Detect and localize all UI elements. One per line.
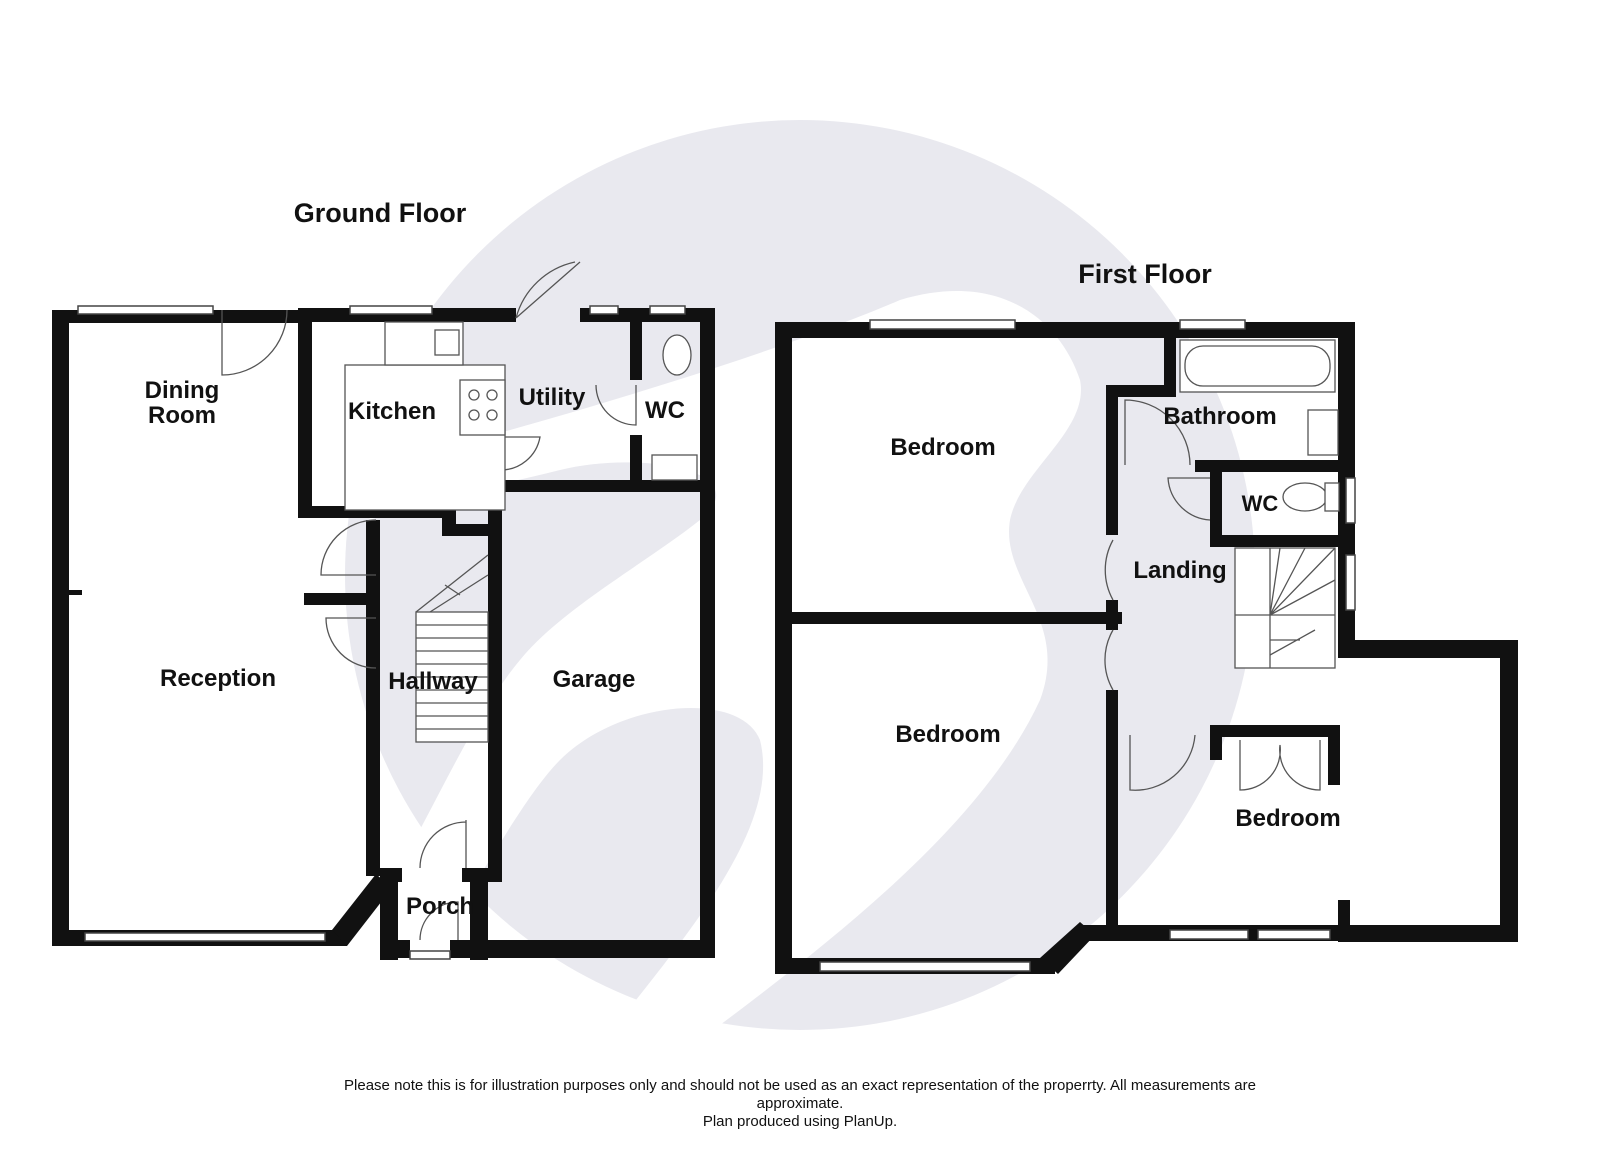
stairs-first: [1234, 547, 1336, 669]
room-label-utility: Utility: [519, 384, 586, 411]
room-label-wc-first: WC: [1242, 491, 1279, 516]
room-label-dining-2: Room: [148, 402, 216, 429]
plan-credit: Plan produced using PlanUp.: [702, 1113, 898, 1130]
room-label-kitchen: Kitchen: [348, 398, 436, 425]
room-label-bedroom-3: Bedroom: [1235, 805, 1340, 832]
kitchen-units: [344, 321, 506, 511]
room-label-bathroom: Bathroom: [1163, 403, 1276, 430]
room-label-hallway: Hallway: [388, 668, 478, 695]
room-label-garage: Garage: [553, 666, 636, 693]
room-label-dining-1: Dining: [145, 377, 220, 404]
room-label-porch: Porch: [406, 893, 474, 920]
first-floor: [775, 319, 1518, 974]
ground-floor: [52, 261, 715, 960]
room-label-bedroom-2: Bedroom: [895, 721, 1000, 748]
stairs-ground: [415, 554, 489, 743]
room-label-reception: Reception: [160, 665, 276, 692]
disclaimer-line-2: approximate.: [756, 1095, 844, 1112]
room-label-bedroom-1: Bedroom: [890, 434, 995, 461]
ground-floor-title: Ground Floor: [294, 198, 467, 228]
disclaimer-line-1: Please note this is for illustration pur…: [344, 1077, 1256, 1094]
room-label-wc-ground: WC: [645, 397, 685, 424]
room-label-landing: Landing: [1133, 557, 1226, 584]
first-floor-title: First Floor: [1078, 259, 1212, 289]
watermark-logo: [345, 120, 1255, 1040]
